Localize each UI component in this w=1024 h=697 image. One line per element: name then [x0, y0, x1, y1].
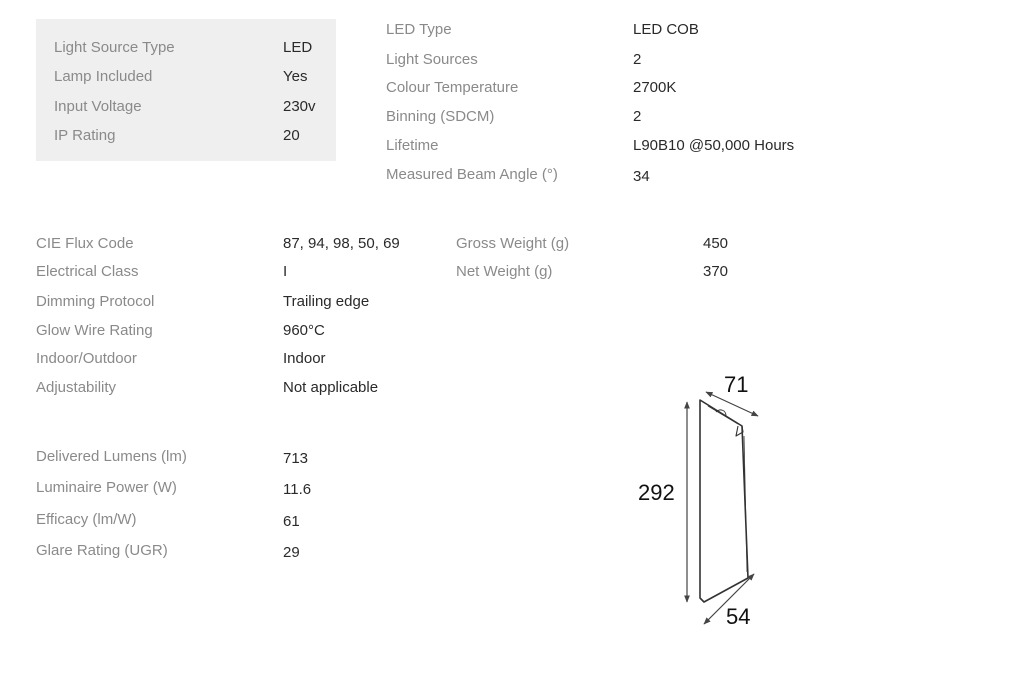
spec-label: LED Type — [386, 21, 452, 38]
spec-value: 87, 94, 98, 50, 69 — [283, 235, 400, 252]
spec-value: I — [283, 263, 288, 280]
depth-dimension-label: 54 — [726, 604, 750, 629]
dimension-drawing: 71 292 54 — [638, 372, 759, 629]
spec-label: Dimming Protocol — [36, 293, 155, 310]
dimension-lines — [684, 391, 759, 625]
spec-label: Colour Temperature — [386, 79, 519, 96]
spec-label: Light Sources — [386, 51, 478, 68]
spec-value: 11.6 — [283, 481, 312, 498]
spec-label: Adjustability — [36, 379, 117, 396]
spec-label: Gross Weight (g) — [456, 235, 570, 252]
spec-value: 960°C — [283, 322, 325, 339]
spec-value: 2 — [633, 108, 642, 125]
spec-value: 370 — [703, 263, 729, 280]
spec-label: Lamp Included — [54, 68, 153, 85]
spec-value: Yes — [283, 68, 308, 85]
spec-label: Light Source Type — [54, 39, 175, 56]
spec-label: Glare Rating (UGR) — [36, 542, 168, 559]
spec-value: 2700K — [633, 79, 677, 96]
spec-label: IP Rating — [54, 127, 116, 144]
spec-value: Not applicable — [283, 379, 379, 396]
spec-label: Lifetime — [386, 137, 439, 154]
spec-value: 2 — [633, 51, 642, 68]
spec-label: Binning (SDCM) — [386, 108, 495, 125]
spec-label: Indoor/Outdoor — [36, 350, 137, 367]
spec-label: Measured Beam Angle (°) — [386, 166, 558, 183]
spec-value: Indoor — [283, 350, 326, 367]
spec-value: LED COB — [633, 21, 699, 38]
spec-label: Delivered Lumens (lm) — [36, 448, 187, 465]
spec-value: 450 — [703, 235, 729, 252]
width-dimension-label: 71 — [724, 372, 748, 397]
spec-label: Luminaire Power (W) — [36, 479, 177, 496]
spec-value: 34 — [633, 168, 650, 185]
spec-label: Electrical Class — [36, 263, 139, 280]
spec-value: L90B10 @50,000 Hours — [633, 137, 795, 154]
spec-label: Net Weight (g) — [456, 263, 553, 280]
light-source-panel — [36, 19, 336, 161]
spec-value: 713 — [283, 450, 309, 467]
spec-value: 61 — [283, 513, 300, 530]
spec-value: 20 — [283, 127, 300, 144]
spec-value: LED — [283, 39, 313, 56]
spec-value: 29 — [283, 544, 300, 561]
luminaire-outline — [699, 399, 749, 603]
spec-value: 230v — [283, 98, 316, 115]
spec-label: Efficacy (lm/W) — [36, 511, 137, 528]
height-dimension-label: 292 — [638, 480, 675, 505]
spec-label: Glow Wire Rating — [36, 322, 153, 339]
spec-label: Input Voltage — [54, 98, 142, 115]
spec-label: CIE Flux Code — [36, 235, 134, 252]
spec-value: Trailing edge — [283, 293, 370, 310]
